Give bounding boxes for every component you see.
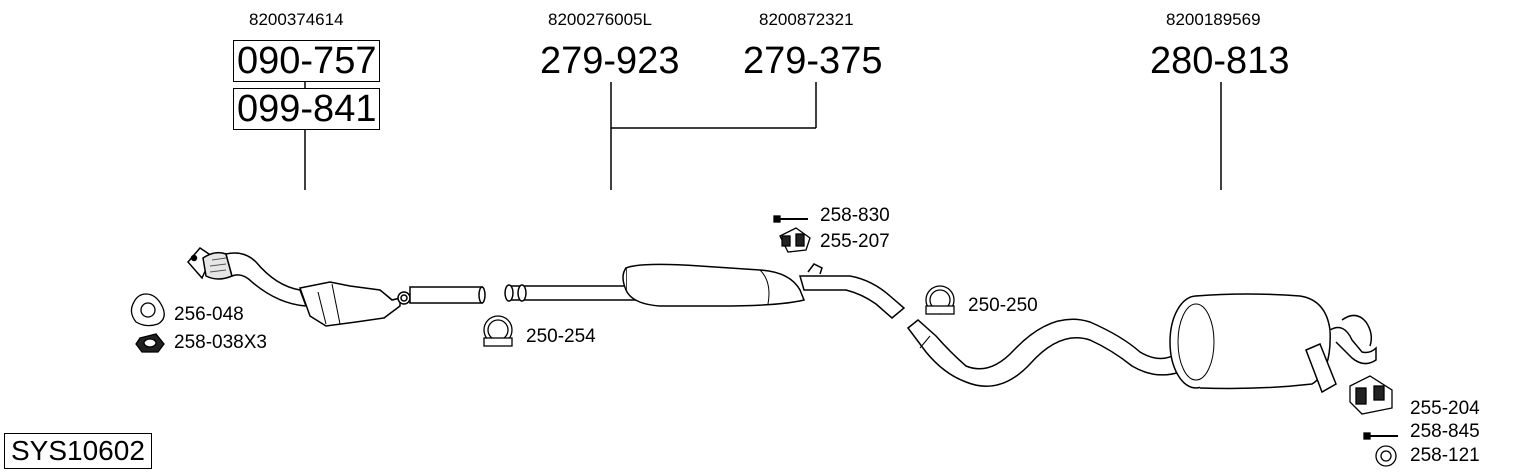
part-number-rear-box[interactable]: 280-813 (1150, 40, 1290, 82)
fitting-label-clamp-front[interactable]: 250-254 (526, 326, 596, 347)
fitting-label-gasket[interactable]: 256-048 (174, 304, 244, 325)
fitting-label-ring-rear[interactable]: 258-121 (1410, 445, 1480, 466)
rear-silencer-part (906, 293, 1377, 394)
fitting-label-nut[interactable]: 258-038X3 (174, 332, 267, 353)
oem-number-cat: 8200374614 (249, 10, 344, 29)
fitting-label-bolt-rear[interactable]: 258-845 (1410, 421, 1480, 442)
part-number-cat-a[interactable]: 090-757 (233, 40, 381, 82)
catalytic-converter-part (187, 247, 486, 327)
front-pipe-part (504, 263, 906, 319)
fitting-label-bolt-mid[interactable]: 258-830 (820, 205, 890, 226)
leader-lines (304, 82, 1222, 190)
clamp-mid-icon (925, 285, 955, 315)
nut-icon (135, 333, 165, 353)
rubber-mount-mid-icon (779, 227, 811, 253)
fitting-label-rubber-mid[interactable]: 255-207 (820, 231, 890, 252)
ring-rear-icon (1375, 445, 1397, 467)
bolt-mid-icon (773, 215, 808, 223)
fitting-label-rubber-rear[interactable]: 255-204 (1410, 398, 1480, 419)
rubber-mount-rear-icon (1349, 375, 1393, 415)
clamp-front-icon (483, 315, 513, 347)
part-number-front-pipe[interactable]: 279-923 (540, 40, 680, 82)
gasket-icon (130, 293, 165, 327)
fitting-label-clamp-mid[interactable]: 250-250 (968, 295, 1038, 316)
oem-number-front-pipe: 8200276005L (548, 10, 653, 29)
system-id-badge: SYS10602 (4, 433, 152, 469)
part-number-cat-b[interactable]: 099-841 (233, 88, 381, 130)
oem-number-rear-box: 8200189569 (1166, 10, 1261, 29)
oem-number-mid-pipe: 8200872321 (759, 10, 854, 29)
bolt-rear-icon (1363, 432, 1398, 440)
part-number-mid-pipe[interactable]: 279-375 (743, 40, 883, 82)
